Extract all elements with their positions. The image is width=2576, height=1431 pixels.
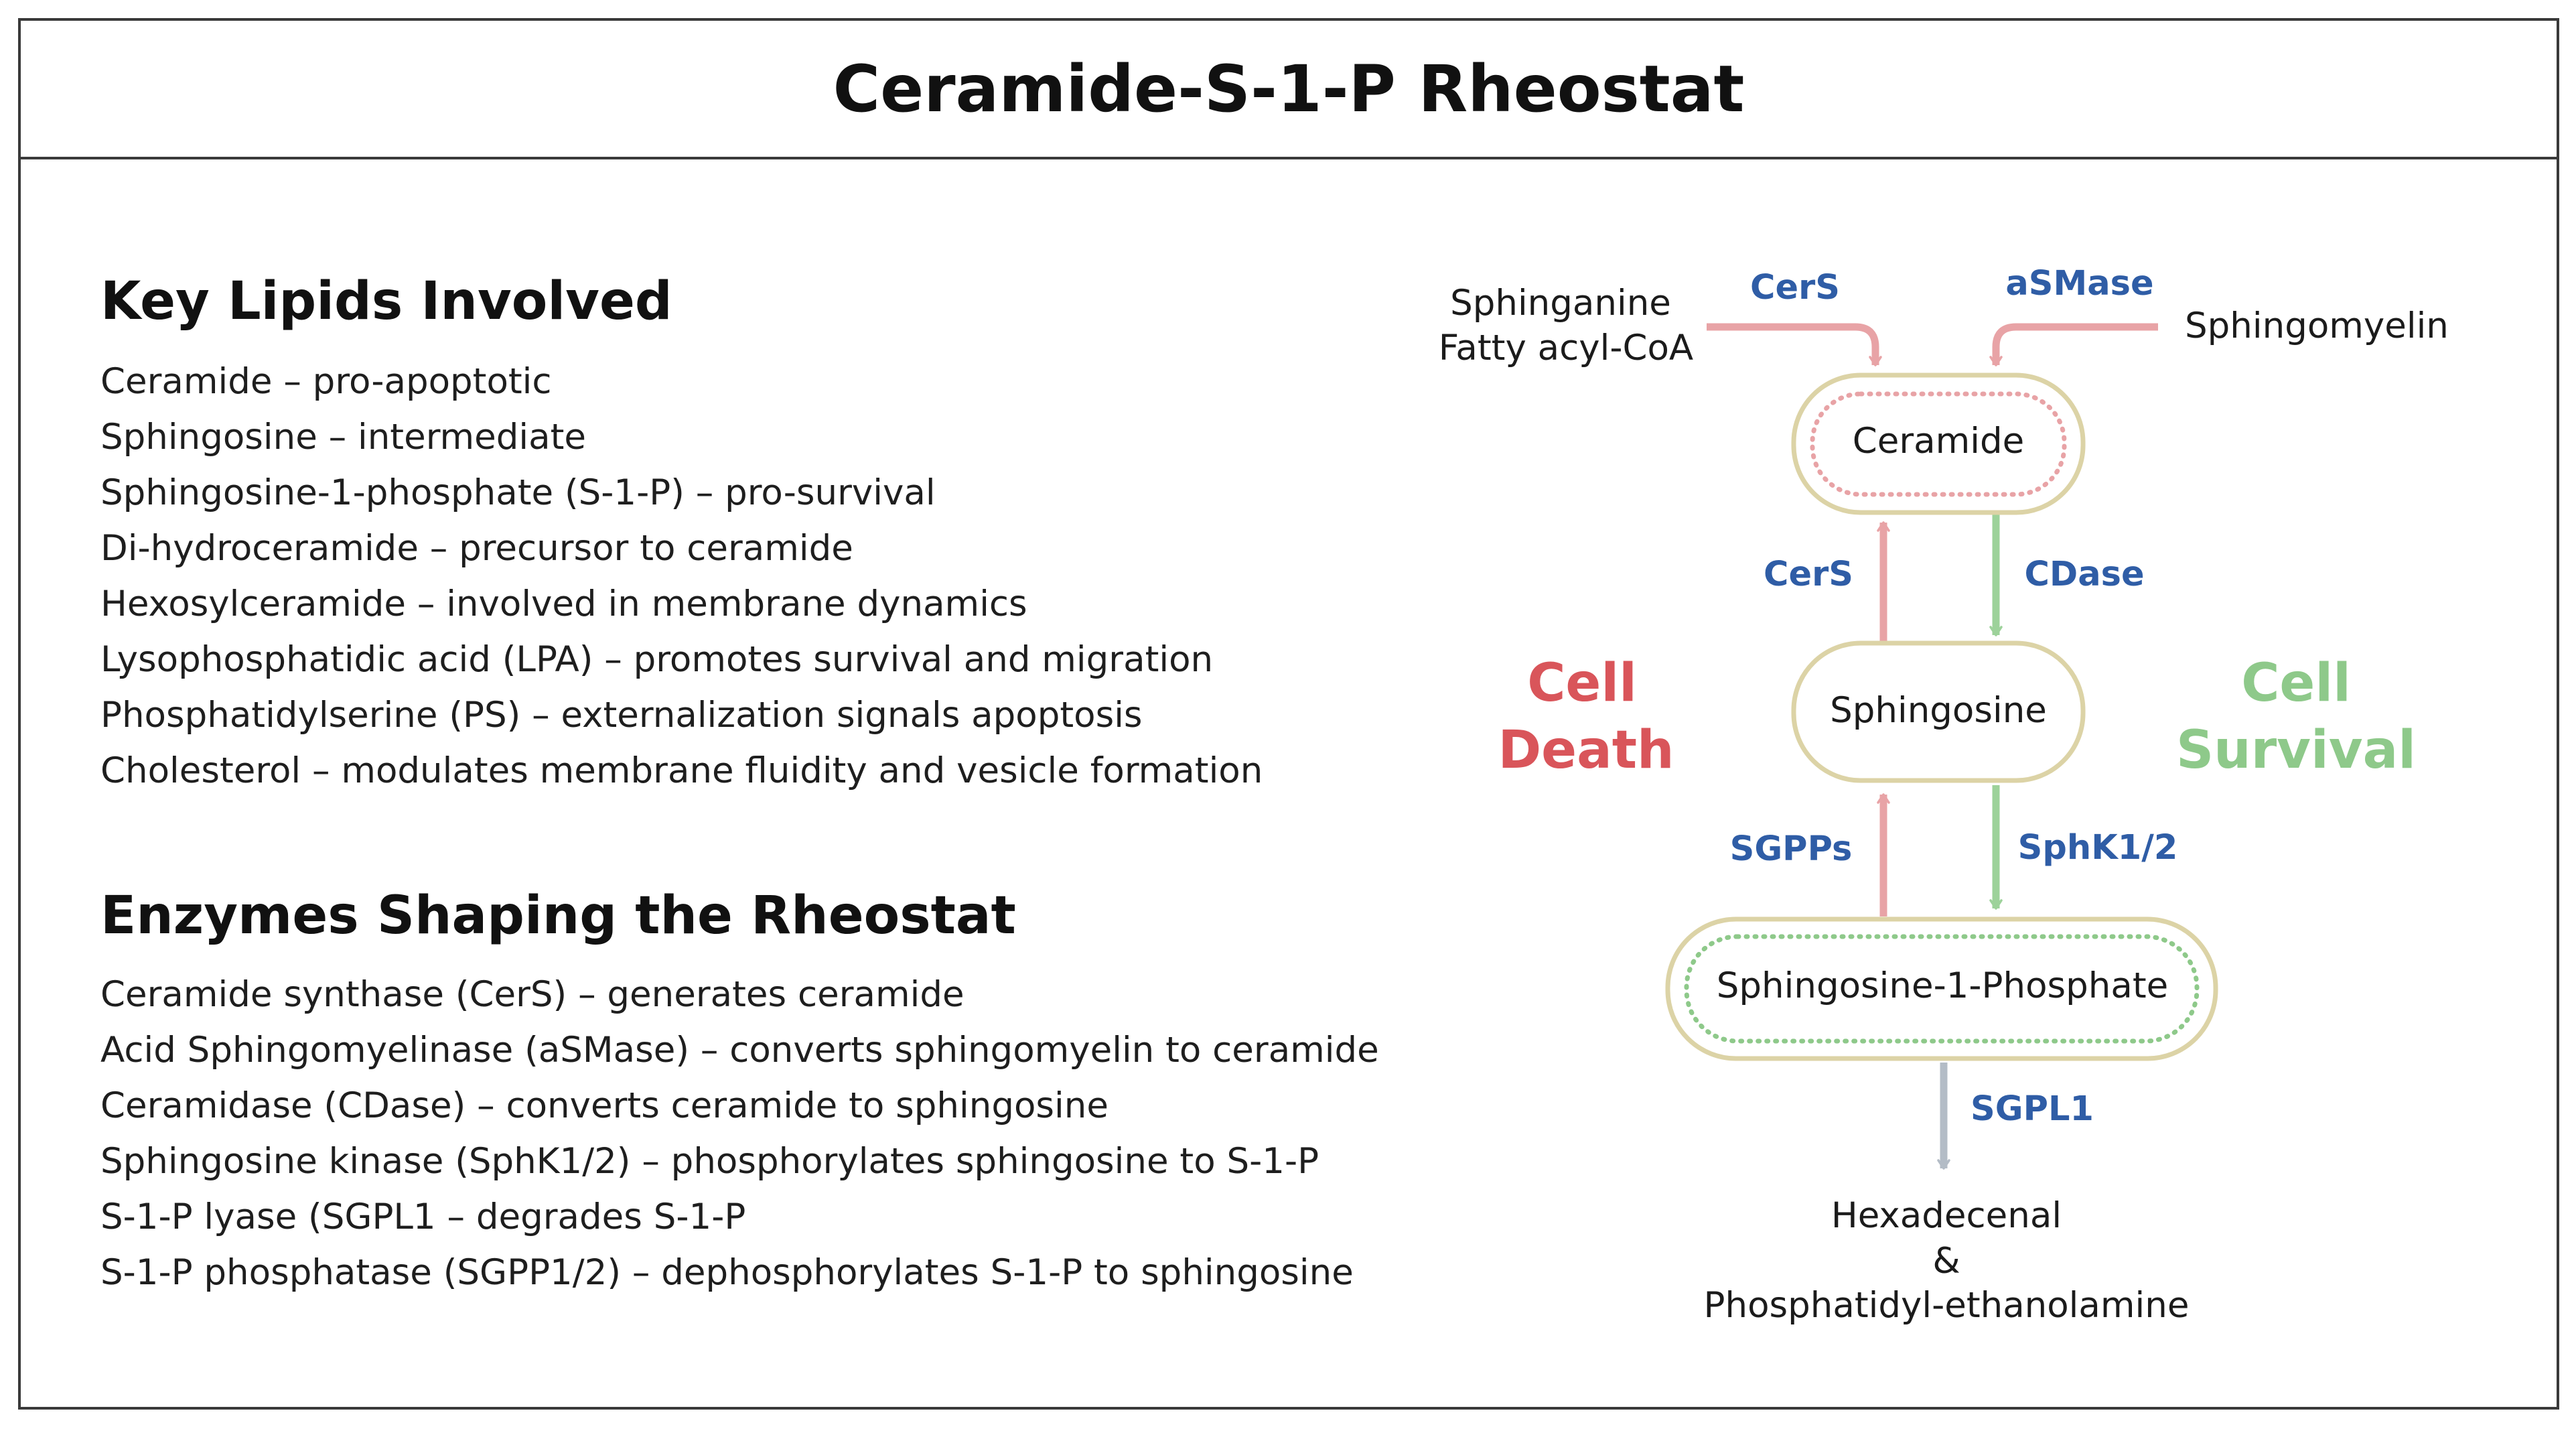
product-phosphatidyl-ethanolamine: Phosphatidyl-ethanolamine	[1704, 1285, 2190, 1326]
list-item: Sphingosine kinase (SphK1/2) – phosphory…	[100, 1141, 1319, 1182]
enzyme-cdase: CDase	[2024, 555, 2144, 594]
arrow-sphinganine-to-ceramide	[1707, 323, 1882, 366]
list-item: Ceramidase (CDase) – converts ceramide t…	[100, 1085, 1108, 1126]
list-item: Phosphatidylserine (PS) – externalizatio…	[100, 695, 1143, 736]
product-hexadecenal: Hexadecenal	[1831, 1195, 2062, 1236]
cell-survival-line1: Cell	[2241, 653, 2351, 713]
sphingosine-node	[1791, 640, 2086, 783]
input-sphinganine: Sphinganine	[1450, 283, 1671, 324]
list-item: S-1-P phosphatase (SGPP1/2) – dephosphor…	[100, 1252, 1354, 1293]
lipids-list: Ceramide – pro-apoptotic Sphingosine – i…	[100, 354, 1263, 799]
list-item: Cholesterol – modulates membrane fluidit…	[100, 750, 1263, 791]
s1p-node-dots	[1684, 934, 2200, 1044]
cell-death-line2: Death	[1498, 720, 1674, 780]
enzyme-sgpl1: SGPL1	[1971, 1089, 2094, 1129]
cell-death-line1: Cell	[1527, 653, 1637, 713]
enzyme-sphk: SphK1/2	[2018, 828, 2178, 868]
cell-survival-line2: Survival	[2176, 720, 2416, 780]
page-title: Ceramide-S-1-P Rheostat	[833, 51, 1745, 127]
list-item: Sphingosine – intermediate	[100, 417, 587, 458]
list-item: Hexosylceramide – involved in membrane d…	[100, 584, 1027, 624]
input-fatty-acyl-coa: Fatty acyl-CoA	[1439, 328, 1693, 368]
list-item: Di-hydroceramide – precursor to ceramide	[100, 528, 853, 569]
enzymes-list: Ceramide synthase (CerS) – generates cer…	[100, 967, 1379, 1300]
enzyme-sgpps: SGPPs	[1730, 829, 1853, 869]
list-item: S-1-P lyase (SGPL1 – degrades S-1-P	[100, 1197, 746, 1237]
list-item: Ceramide – pro-apoptotic	[100, 361, 552, 402]
input-sphingomyelin: Sphingomyelin	[2185, 305, 2449, 346]
sphingosine-label: Sphingosine	[1830, 690, 2047, 731]
enzyme-cers-top: CerS	[1750, 268, 1840, 308]
arrow-sphingomyelin-to-ceramide	[1989, 323, 2158, 366]
lipids-heading: Key Lipids Involved	[100, 271, 672, 332]
enzyme-cers-mid: CerS	[1764, 555, 1853, 594]
list-item: Lysophosphatidic acid (LPA) – promotes s…	[100, 639, 1214, 680]
ceramide-label: Ceramide	[1853, 421, 2025, 462]
product-ampersand: &	[1932, 1241, 1960, 1282]
list-item: Acid Sphingomyelinase (aSMase) – convert…	[100, 1030, 1379, 1071]
s1p-label: Sphingosine-1-Phosphate	[1717, 965, 2168, 1006]
list-item: Ceramide synthase (CerS) – generates cer…	[100, 974, 964, 1015]
title-bar: Ceramide-S-1-P Rheostat	[18, 18, 2559, 159]
s1p-node	[1665, 916, 2218, 1061]
enzyme-asmase: aSMase	[2005, 264, 2153, 303]
list-item: Sphingosine-1-phosphate (S-1-P) – pro-su…	[100, 472, 936, 513]
enzymes-heading: Enzymes Shaping the Rheostat	[100, 886, 1016, 946]
ceramide-node-dots	[1810, 391, 2067, 497]
ceramide-node	[1791, 372, 2086, 515]
